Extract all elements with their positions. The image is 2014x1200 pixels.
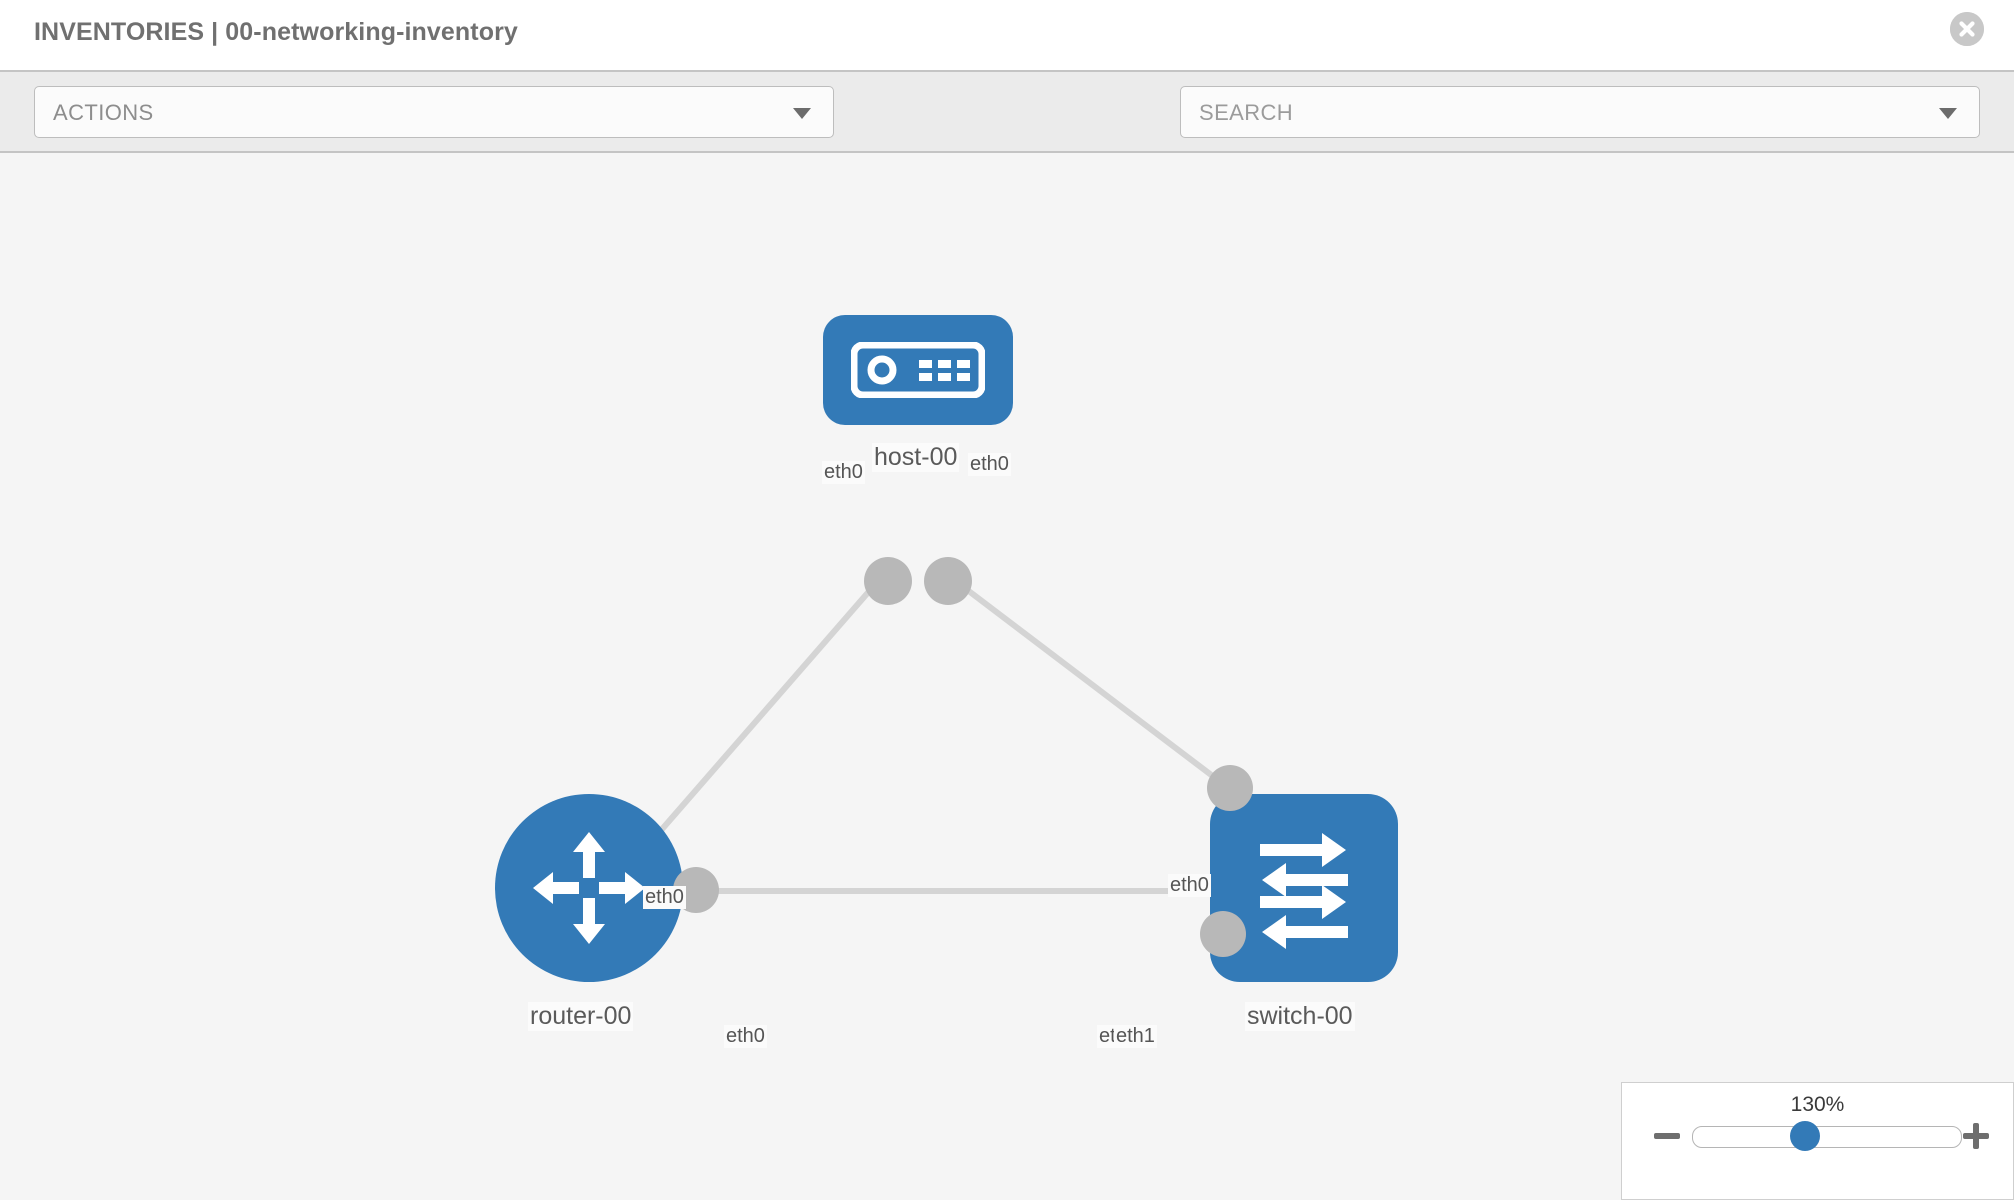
- node-switch-00[interactable]: [1210, 794, 1398, 982]
- close-icon[interactable]: [1950, 12, 1984, 46]
- port-switch00-eth1[interactable]: [1200, 911, 1246, 957]
- router-icon: [533, 832, 645, 944]
- link-host00-switch00[interactable]: [943, 570, 1237, 796]
- search-placeholder: SEARCH: [1199, 100, 1294, 125]
- zoom-control: 130%: [1621, 1082, 2014, 1200]
- edge-label-router00-uplink-eth0: eth0: [643, 886, 686, 909]
- actions-dropdown-label: ACTIONS: [53, 100, 154, 125]
- page-title: INVENTORIES | 00-networking-inventory: [34, 18, 518, 46]
- page-header: INVENTORIES | 00-networking-inventory: [0, 0, 2014, 70]
- edge-label-host00-eth0-right: eth0: [968, 453, 1011, 476]
- toolbar: ACTIONS SEARCH: [0, 70, 2014, 207]
- zoom-in-button[interactable]: [1961, 1121, 1991, 1151]
- node-switch-00-label: switch-00: [1245, 1002, 1355, 1031]
- chevron-down-icon: [793, 108, 811, 119]
- port-switch00-eth0[interactable]: [1207, 765, 1253, 811]
- edge-label-host00-eth0-left: eth0: [822, 461, 865, 484]
- edge-label-router00-eth0: eth0: [724, 1025, 767, 1048]
- zoom-slider-track[interactable]: [1692, 1126, 1962, 1148]
- node-host-00[interactable]: [823, 315, 1013, 425]
- node-switch-00-shape[interactable]: [1210, 794, 1398, 982]
- actions-dropdown[interactable]: ACTIONS: [34, 86, 834, 138]
- topology-canvas[interactable]: host-00 router-00: [0, 153, 2014, 1200]
- edge-label-switch00-uplink-eth0: eth0: [1168, 874, 1211, 897]
- port-host00-eth0-right[interactable]: [924, 557, 972, 605]
- edge-label-switch00-eth1: eth1: [1114, 1025, 1157, 1048]
- search-input[interactable]: SEARCH: [1180, 86, 1980, 138]
- zoom-out-button[interactable]: [1652, 1121, 1682, 1151]
- port-host00-eth0-left[interactable]: [864, 557, 912, 605]
- link-host00-router00[interactable]: [647, 571, 888, 845]
- server-icon: [851, 342, 985, 398]
- zoom-slider-thumb[interactable]: [1790, 1121, 1820, 1151]
- node-host-00-label: host-00: [872, 443, 960, 472]
- node-router-00-label: router-00: [528, 1002, 634, 1031]
- zoom-percent-label: 130%: [1790, 1093, 1845, 1116]
- topology-links: [647, 557, 1237, 894]
- switch-icon: [1260, 833, 1348, 949]
- chevron-down-icon[interactable]: [1939, 108, 1957, 119]
